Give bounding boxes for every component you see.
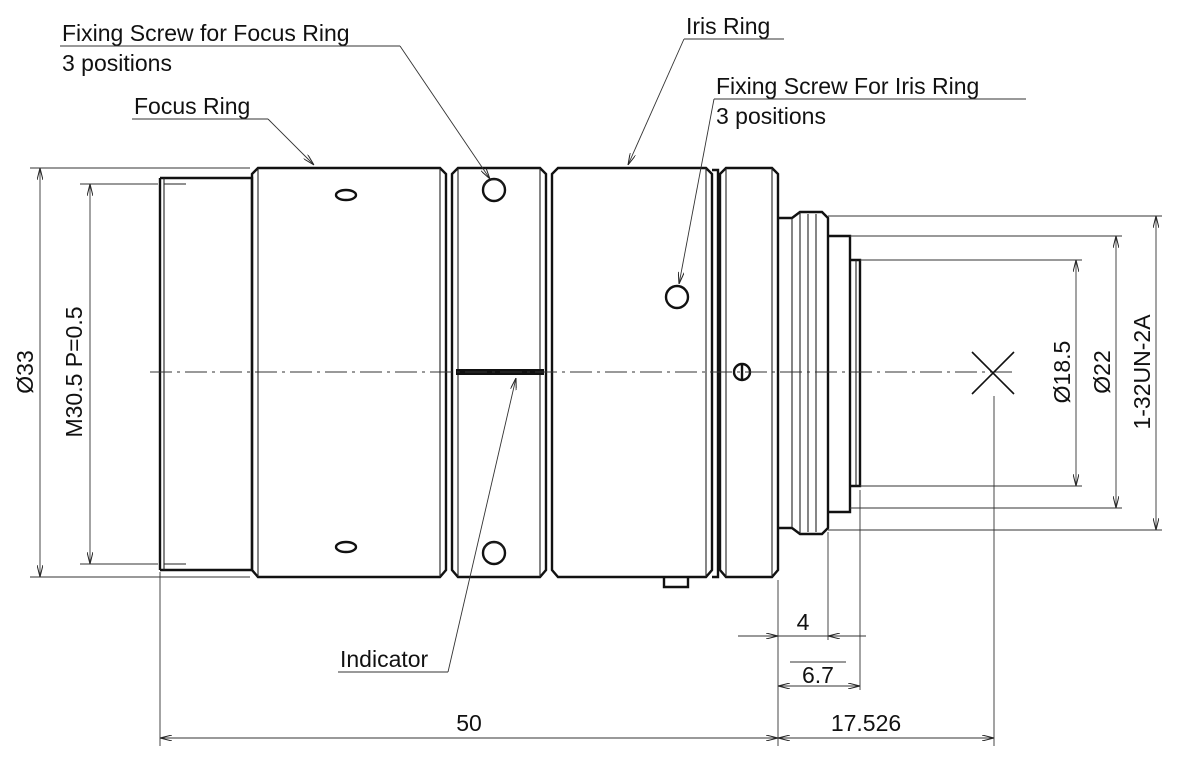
front-barrel [158,176,254,572]
c-mount [778,210,862,536]
focus-fixing-screw-top [481,177,507,203]
dim-diameter-18-5: Ø18.5 [1049,341,1075,404]
dim-overall-length: 50 [456,710,482,736]
dim-6-7: 6.7 [802,662,834,688]
callout-indicator: Indicator [340,646,429,672]
focus-screw-bottom [334,540,358,554]
callout-iris-fixing-screw: Fixing Screw For Iris Ring [716,73,979,99]
iris-ring [550,166,714,589]
left-dimensions: Ø33 M30.5 P=0.5 [12,167,250,578]
dim-4: 4 [797,609,810,635]
focal-point-cross [971,351,1015,395]
bottom-dimensions: 4 6.7 50 17.526 [159,396,995,746]
callout-iris-fixing-screw-qty: 3 positions [716,103,826,129]
dim-filter-thread: M30.5 P=0.5 [61,306,87,437]
dim-diameter-22: Ø22 [1089,350,1115,393]
dim-flange-focal: 17.526 [831,710,901,736]
iris-fixing-screw [664,284,690,310]
callout-focus-fixing-screw-qty: 3 positions [62,50,172,76]
callout-focus-ring: Focus Ring [134,93,250,119]
dim-outer-diameter: Ø33 [12,350,38,393]
focus-fixing-screw-bottom [481,540,507,566]
callout-focus-fixing-screw: Fixing Screw for Focus Ring [62,20,350,46]
focus-screw-top [334,188,358,202]
lens-body [158,166,862,589]
callout-iris-ring: Iris Ring [686,13,770,39]
callouts: Fixing Screw for Focus Ring 3 positions … [60,13,1026,673]
right-dimensions: Ø18.5 Ø22 1-32UN-2A [828,215,1162,531]
dim-mount-thread: 1-32UN-2A [1129,314,1155,430]
